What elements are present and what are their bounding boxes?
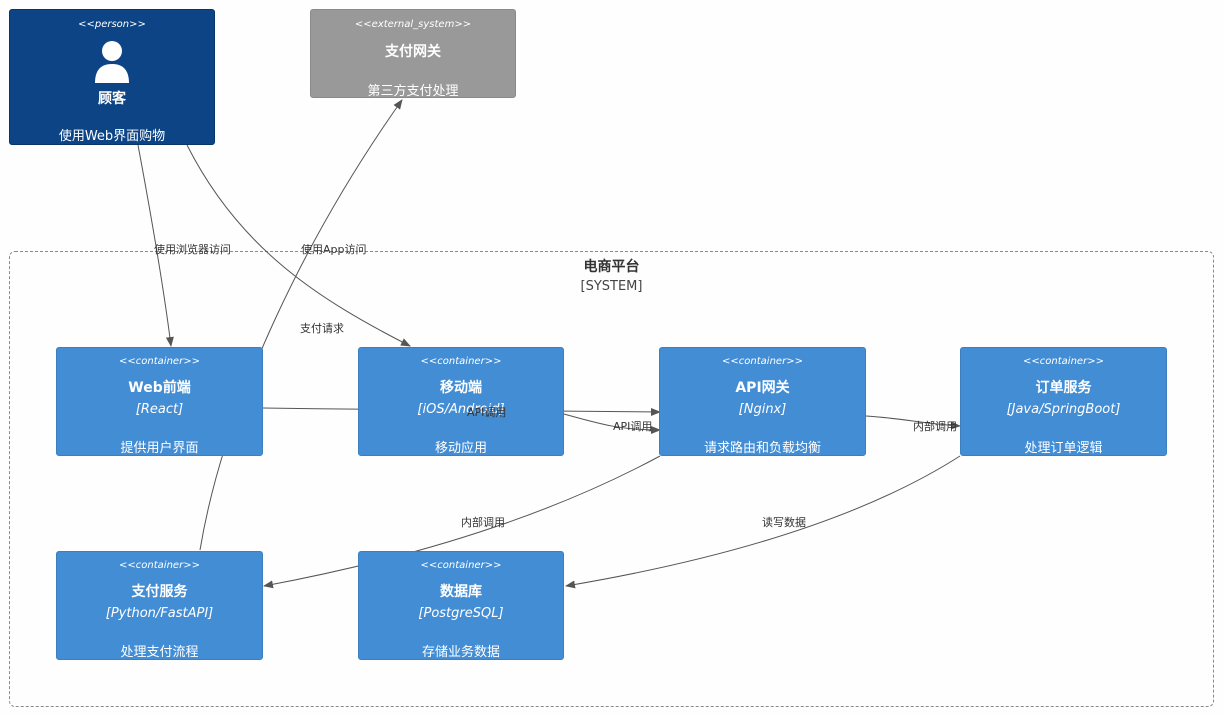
person-stereotype: <<person>> bbox=[78, 19, 146, 30]
edge-api-payment bbox=[263, 455, 661, 589]
container-tech: [PostgreSQL] bbox=[418, 606, 504, 621]
person-name: 顾客 bbox=[98, 91, 126, 107]
edge-browser bbox=[137, 144, 174, 347]
container-stereotype: <<container>> bbox=[420, 356, 502, 367]
external-payment-gateway[interactable]: <<external_system>> 支付网关 第三方支付处理 bbox=[310, 9, 516, 99]
container-tech: [Nginx] bbox=[738, 402, 787, 417]
edge-pay-request bbox=[199, 99, 403, 551]
edge-app bbox=[186, 144, 411, 347]
container-name: 订单服务 bbox=[1035, 380, 1092, 396]
edge-label-api-order: 内部调用 bbox=[913, 420, 957, 433]
container-tech: [React] bbox=[135, 402, 184, 417]
container-tech: [Python/FastAPI] bbox=[105, 606, 214, 621]
person-customer[interactable]: <<person>> 顾客 使用Web界面购物 bbox=[9, 9, 215, 145]
container-database[interactable]: <<container>> 数据库 [PostgreSQL] 存储业务数据 bbox=[358, 551, 564, 660]
edge-order-db bbox=[565, 455, 961, 589]
external-description: 第三方支付处理 bbox=[367, 84, 459, 99]
edge-label-mobile-api: API调用 bbox=[613, 420, 653, 433]
boundary-type: [SYSTEM] bbox=[580, 279, 643, 294]
container-web-frontend[interactable]: <<container>> Web前端 [React] 提供用户界面 bbox=[56, 347, 263, 456]
edge-mobile-api bbox=[563, 413, 661, 434]
container-stereotype: <<container>> bbox=[119, 560, 200, 571]
container-description: 处理支付流程 bbox=[120, 645, 199, 660]
edge-label-app: 使用App访问 bbox=[301, 243, 367, 256]
external-name: 支付网关 bbox=[385, 44, 441, 60]
container-order-service[interactable]: <<container>> 订单服务 [Java/SpringBoot] 处理订… bbox=[960, 347, 1167, 456]
edge-label-web-api: API调用 bbox=[467, 406, 507, 419]
container-name: Web前端 bbox=[128, 380, 191, 396]
container-stereotype: <<container>> bbox=[119, 356, 200, 367]
container-tech: [Java/SpringBoot] bbox=[1006, 402, 1121, 417]
user-icon bbox=[95, 41, 129, 83]
container-description: 处理订单逻辑 bbox=[1024, 441, 1103, 456]
container-stereotype: <<container>> bbox=[1023, 356, 1104, 367]
edge-label-pay-request: 支付请求 bbox=[300, 322, 344, 335]
edge-api-order bbox=[865, 415, 961, 430]
container-name: API网关 bbox=[735, 380, 790, 396]
container-description: 提供用户界面 bbox=[120, 441, 199, 456]
container-stereotype: <<container>> bbox=[722, 356, 803, 367]
edge-label-order-db: 读写数据 bbox=[762, 516, 806, 529]
system-boundary: 电商平台 [SYSTEM] bbox=[9, 251, 1214, 707]
container-description: 移动应用 bbox=[434, 441, 487, 456]
container-stereotype: <<container>> bbox=[420, 560, 502, 571]
container-name: 数据库 bbox=[440, 584, 482, 600]
external-stereotype: <<external_system>> bbox=[354, 19, 472, 30]
boundary-title: 电商平台 bbox=[583, 259, 640, 275]
edge-label-browser: 使用浏览器访问 bbox=[154, 243, 231, 256]
person-description: 使用Web界面购物 bbox=[58, 129, 166, 144]
container-description: 请求路由和负载均衡 bbox=[703, 441, 821, 456]
edge-label-api-payment: 内部调用 bbox=[461, 516, 505, 529]
container-mobile[interactable]: <<container>> 移动端 [iOS/Android] 移动应用 bbox=[358, 347, 564, 456]
container-name: 支付服务 bbox=[131, 584, 188, 600]
container-description: 存储业务数据 bbox=[421, 645, 500, 660]
container-tech: [iOS/Android] bbox=[417, 402, 505, 417]
container-name: 移动端 bbox=[440, 380, 482, 396]
container-api-gateway[interactable]: <<container>> API网关 [Nginx] 请求路由和负载均衡 bbox=[659, 347, 866, 456]
container-payment-service[interactable]: <<container>> 支付服务 [Python/FastAPI] 处理支付… bbox=[56, 551, 263, 660]
